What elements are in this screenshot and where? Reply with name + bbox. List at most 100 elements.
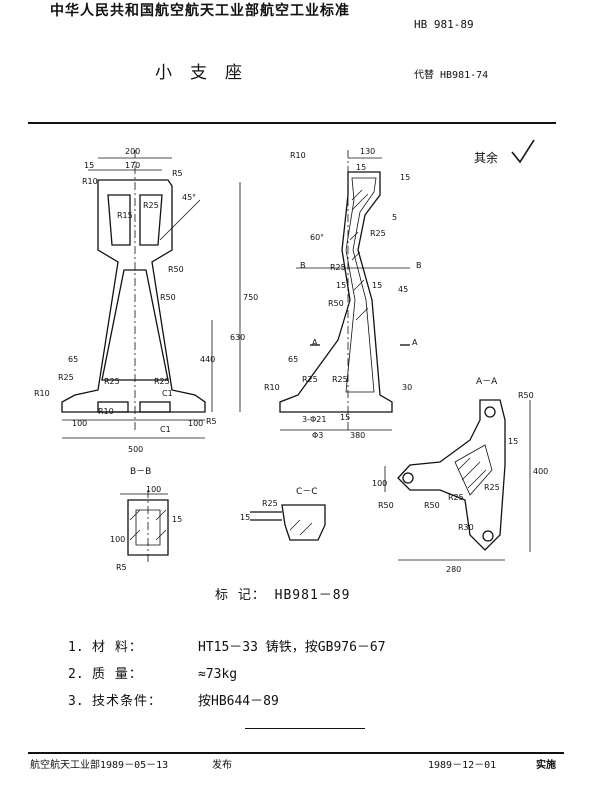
note-mass: 2. 质 量： ≈73kg	[68, 663, 237, 682]
dim-label: 15	[84, 161, 94, 170]
part-name: 小支座	[155, 63, 260, 83]
note-value: HT15－33 铸铁，按GB976－67	[198, 640, 386, 655]
marking-value: HB981－89	[274, 588, 351, 603]
dim-label: 100	[188, 419, 203, 428]
note-number: 3.	[68, 694, 84, 709]
dim-label: R10	[82, 177, 98, 186]
dim-label: 500	[128, 445, 143, 454]
note-technical-conditions: 3. 技术条件： 按HB644－89	[68, 690, 279, 709]
dim-label: 3-Φ21	[302, 415, 326, 424]
dim-label: C1	[160, 425, 171, 434]
note-number: 1.	[68, 640, 84, 655]
dim-label: 440	[200, 355, 215, 364]
footer-implement: 实施	[536, 760, 556, 771]
dim-label: R50	[168, 265, 184, 274]
dim-label: 15	[356, 163, 366, 172]
dim-label: R10	[98, 407, 114, 416]
side-view	[279, 150, 410, 431]
section-c-c-label: C－C	[296, 487, 318, 497]
notes-end-rule	[245, 728, 365, 729]
dim-label: R25	[302, 375, 318, 384]
dim-label: 630	[230, 333, 245, 342]
dim-label: A	[312, 338, 318, 347]
dim-label: R10	[34, 389, 50, 398]
dim-label: R5	[206, 417, 217, 426]
dim-label: 15	[372, 281, 382, 290]
footer-effective-date: 1989－12－01	[428, 760, 497, 771]
note-value: 按HB644－89	[198, 694, 279, 709]
marking-line: 标 记： HB981－89	[215, 584, 350, 603]
note-material: 1. 材 料： HT15－33 铸铁，按GB976－67	[68, 636, 386, 655]
dim-label: 100	[146, 485, 161, 494]
dim-label: R15	[117, 211, 133, 220]
dim-label: 200	[125, 147, 140, 156]
marking-label: 标 记：	[215, 588, 266, 603]
header-rule	[28, 122, 556, 124]
dim-label: R25	[262, 499, 278, 508]
dim-label: R5	[172, 169, 183, 178]
dim-label: 65	[288, 355, 298, 364]
dimension-labels: 200 170 15 R10 R5 45° R15 R25 R50 R50 75…	[34, 147, 548, 574]
dim-label: Φ3	[312, 431, 323, 440]
section-a-a-label: A－A	[476, 377, 498, 387]
dim-label: R25	[58, 373, 74, 382]
front-view	[61, 150, 241, 439]
section-b-b-label: B－B	[130, 467, 151, 477]
dim-label: 400	[533, 467, 548, 476]
standard-number: HB 981-89	[414, 18, 474, 31]
footer-rule	[28, 752, 564, 754]
dim-label: R25	[448, 493, 464, 502]
dim-label: 750	[243, 293, 258, 302]
dim-label: 30	[402, 383, 412, 392]
section-b-b	[120, 490, 169, 565]
dim-label: 130	[360, 147, 375, 156]
dim-label: B	[300, 261, 306, 270]
dim-label: 60°	[310, 233, 324, 242]
section-c-c	[250, 504, 326, 541]
dim-label: B	[416, 261, 422, 270]
footer-publish: 发布	[212, 760, 232, 771]
dim-label: R10	[264, 383, 280, 392]
dim-label: 100	[110, 535, 125, 544]
technical-drawing: 200 170 15 R10 R5 45° R15 R25 R50 R50 75…	[34, 139, 548, 574]
note-number: 2.	[68, 667, 84, 682]
footer-issuer: 航空航天工业部1989－05－13	[30, 760, 169, 771]
dim-label: 45°	[182, 193, 196, 202]
dim-label: 15	[172, 515, 182, 524]
dim-label: 15	[240, 513, 250, 522]
dim-label: R25	[484, 483, 500, 492]
dim-label: R5	[116, 563, 127, 572]
note-value: ≈73kg	[198, 667, 238, 682]
dim-label: R25	[370, 229, 386, 238]
section-a-a	[384, 399, 531, 561]
dim-label: 15	[400, 173, 410, 182]
dim-label: 170	[125, 161, 140, 170]
dim-label: R50	[378, 501, 394, 510]
dim-label: 100	[372, 479, 387, 488]
dim-label: R10	[290, 151, 306, 160]
dim-label: 100	[72, 419, 87, 428]
replaces-note: 代替 HB981-74	[414, 70, 489, 81]
dim-label: 15	[340, 413, 350, 422]
note-label: 质 量：	[92, 667, 143, 682]
dim-label: R50	[160, 293, 176, 302]
dim-label: R25	[332, 375, 348, 384]
dim-label: C1	[162, 389, 173, 398]
note-label: 材 料：	[92, 640, 143, 655]
dim-label: 280	[446, 565, 461, 574]
dim-label: 380	[350, 431, 365, 440]
dim-label: 5	[392, 213, 397, 222]
dim-label: 45	[398, 285, 408, 294]
dim-label: A	[412, 338, 418, 347]
roughness-note: 其余	[474, 150, 498, 165]
dim-label: R25	[330, 263, 346, 272]
dim-label: R25	[143, 201, 159, 210]
note-label: 技术条件：	[92, 694, 163, 709]
dim-label: 15	[336, 281, 346, 290]
dim-label: 65	[68, 355, 78, 364]
dim-label: R50	[328, 299, 344, 308]
dim-label: R25	[154, 377, 170, 386]
dim-label: R50	[424, 501, 440, 510]
standard-header-title: 中华人民共和国航空航天工业部航空工业标准	[50, 3, 350, 19]
dim-label: 15	[508, 437, 518, 446]
